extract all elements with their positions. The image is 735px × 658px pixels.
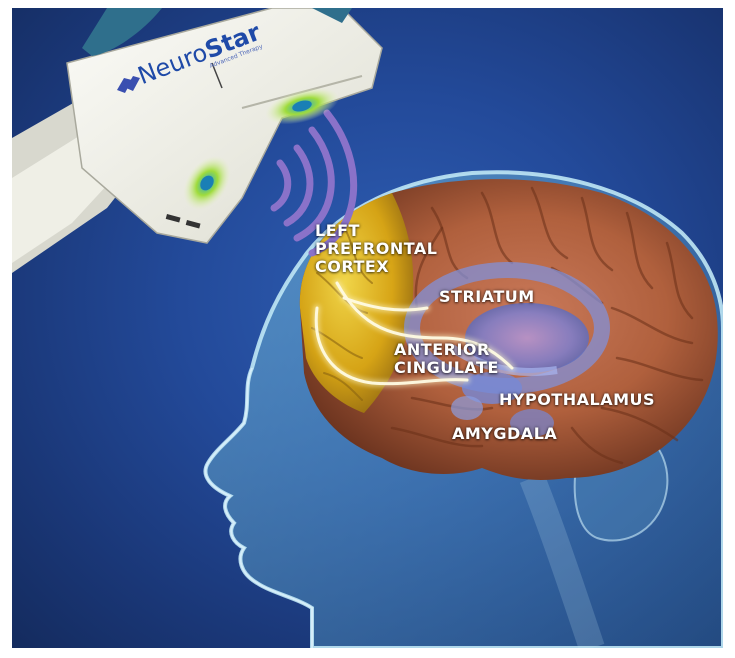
scene-graphic: [12, 8, 723, 648]
label-hypothalamus: HYPOTHALAMUS: [499, 391, 655, 409]
label-line: CINGULATE: [394, 359, 499, 377]
label-line: LEFT: [315, 222, 437, 240]
label-left-prefrontal-cortex: LEFT PREFRONTAL CORTEX: [315, 222, 437, 276]
label-line: PREFRONTAL: [315, 240, 437, 258]
label-anterior-cingulate: ANTERIOR CINGULATE: [394, 341, 499, 377]
label-line: ANTERIOR: [394, 341, 499, 359]
tms-diagram: NeuroStar Advanced Therapy LEFT PREFRONT…: [12, 8, 723, 648]
label-striatum: STRIATUM: [439, 288, 535, 306]
label-line: CORTEX: [315, 258, 437, 276]
label-amygdala: AMYGDALA: [452, 425, 557, 443]
